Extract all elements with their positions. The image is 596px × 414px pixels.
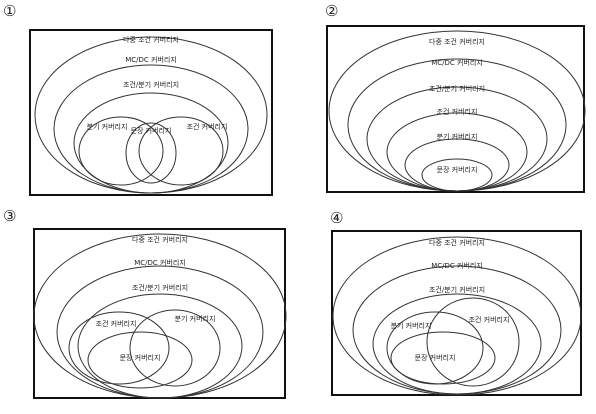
condition-ellipse	[68, 311, 170, 385]
diagram-panel-2: 다중 조건 커버리지 MC/DC 커버리지 조건/분기 커버리지 조건 커버리지…	[326, 25, 586, 195]
option-number-4: ④	[330, 209, 344, 227]
label-mcdc: MC/DC 커버리지	[125, 55, 177, 64]
condition-decision-ellipse	[77, 293, 243, 399]
label-condition: 조건 커버리지	[187, 122, 228, 131]
panel-frame	[326, 25, 585, 193]
label-condition-decision: 조건/분기 커버리지	[429, 285, 485, 294]
condition-ellipse	[138, 116, 224, 186]
condition-ellipse	[386, 112, 528, 192]
condition-decision-ellipse	[73, 92, 229, 194]
label-condition-decision: 조건/분기 커버리지	[132, 283, 188, 292]
label-condition-decision: 조건/분기 커버리지	[123, 80, 179, 89]
label-condition-decision: 조건/분기 커버리지	[429, 84, 485, 93]
label-statement: 문장 커버리지	[415, 353, 456, 362]
statement-ellipse	[390, 331, 496, 385]
statement-ellipse	[421, 158, 493, 192]
label-decision: 분기 커버리지	[391, 321, 432, 330]
option-number-3: ③	[3, 207, 17, 225]
label-decision: 분기 커버리지	[437, 132, 478, 141]
decision-ellipse	[78, 116, 164, 186]
label-decision: 분기 커버리지	[87, 122, 128, 131]
label-statement: 문장 커버리지	[437, 165, 478, 174]
label-condition: 조건 커버리지	[437, 107, 478, 116]
label-mcdc: MC/DC 커버리지	[431, 261, 483, 270]
label-decision: 분기 커버리지	[175, 314, 216, 323]
label-multi-condition: 다중 조건 커버리지	[429, 37, 485, 46]
label-condition: 조건 커버리지	[469, 315, 510, 324]
panel-frame	[331, 230, 582, 396]
condition-decision-ellipse	[372, 293, 542, 395]
multi-condition-ellipse	[332, 236, 582, 396]
diagram-panel-1: 다중 조건 커버리지 MC/DC 커버리지 조건/분기 커버리지 분기 커버리지…	[29, 29, 273, 196]
label-condition: 조건 커버리지	[96, 319, 137, 328]
label-multi-condition: 다중 조건 커버리지	[429, 238, 485, 247]
label-multi-condition: 다중 조건 커버리지	[123, 35, 179, 44]
option-number-2: ②	[325, 2, 339, 20]
option-number-1: ①	[3, 2, 17, 20]
label-statement: 문장 커버리지	[131, 126, 172, 135]
label-multi-condition: 다중 조건 커버리지	[132, 235, 188, 244]
label-mcdc: MC/DC 커버리지	[431, 58, 483, 67]
statement-ellipse	[125, 122, 177, 184]
decision-ellipse	[404, 138, 510, 192]
panel-frame	[33, 228, 286, 399]
condition-ellipse	[426, 297, 520, 387]
diagram-panel-3: 다중 조건 커버리지 MC/DC 커버리지 조건/분기 커버리지 조건 커버리지…	[33, 228, 287, 401]
label-mcdc: MC/DC 커버리지	[134, 258, 186, 267]
panel-frame	[29, 29, 273, 196]
diagram-panel-4: 다중 조건 커버리지 MC/DC 커버리지 조건/분기 커버리지 분기 커버리지…	[331, 230, 583, 397]
statement-ellipse	[87, 331, 193, 389]
label-statement: 문장 커버리지	[120, 353, 161, 362]
decision-ellipse	[129, 309, 221, 387]
